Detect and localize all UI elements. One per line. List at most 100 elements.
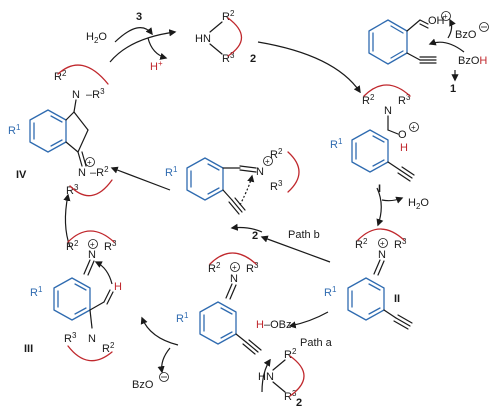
acid-h-label: H: [256, 319, 264, 331]
arrow-IV-to-top: [109, 29, 177, 63]
oxonium-charge: [409, 122, 419, 132]
arene-ring: [347, 277, 385, 321]
arene-ring: [53, 277, 91, 321]
iminium-charge: [88, 239, 98, 249]
oh-label: OH: [428, 15, 445, 27]
arene-double-bond: [207, 163, 220, 171]
plus: +: [380, 239, 385, 248]
water-label: H2O: [86, 31, 107, 45]
iminium-bond: [77, 151, 83, 167]
r3-label: R3: [398, 93, 411, 107]
compound-2-number: 2: [296, 397, 302, 409]
compound-2-number: 2: [250, 53, 256, 65]
hn-label: HN: [195, 33, 211, 45]
ring-arc: [67, 345, 113, 362]
r1-label: R1: [165, 165, 178, 179]
alkyne: [242, 343, 256, 355]
r2-label: R2: [102, 341, 115, 355]
bond: [209, 43, 223, 55]
h-label: H: [400, 142, 408, 154]
n-label: N: [378, 249, 386, 261]
arene-double-bond: [390, 25, 404, 34]
r3-label: R3: [66, 183, 79, 197]
label-III: III: [24, 343, 33, 355]
r2-label: R2: [66, 239, 79, 253]
imine-bond: [377, 260, 385, 276]
iminium-path-b: R1 N + R2 R3 2: [165, 147, 300, 242]
r3-label: R3: [222, 51, 235, 65]
arene-double-bond: [74, 307, 87, 315]
ring-arc: [227, 17, 243, 57]
imine-bond: [239, 165, 257, 169]
r2-label: R2: [270, 147, 283, 161]
alkyne: [397, 172, 411, 182]
water-loss-label: H2O: [408, 197, 429, 211]
aldehyde-compound: OH + BzO BzOH 1: [368, 11, 489, 95]
n-label: N: [88, 249, 96, 261]
n-label: N: [72, 89, 80, 101]
carbonyl-bond: [419, 19, 429, 25]
r2-label: R2: [222, 9, 235, 23]
bond: [73, 99, 77, 113]
bond: [89, 309, 93, 329]
imine-bond: [239, 169, 257, 173]
plus: +: [87, 158, 92, 167]
ring-arc: [357, 228, 405, 241]
product-3-label: 3: [136, 11, 142, 23]
r1-label: R1: [330, 137, 343, 151]
arrow-III-to-IV: [63, 193, 71, 248]
imine-bond: [225, 283, 233, 299]
bond: [272, 359, 286, 371]
plus: +: [90, 240, 95, 249]
arene-ring: [186, 157, 224, 201]
bond: [406, 19, 421, 32]
arrow-amine-path-a: [261, 358, 271, 393]
r3-label: R3: [394, 237, 407, 251]
intermediate-IV: R2 N –R3 R1 N + –R2 R3 IV: [8, 64, 113, 197]
dashed-arrow: [239, 174, 255, 206]
arene-double-bond: [74, 283, 87, 291]
n-label: N: [78, 167, 86, 179]
ring-bond: [65, 141, 79, 153]
r2-label: –R2: [90, 165, 109, 179]
allene-h-label: H: [114, 281, 122, 293]
bzo-release-label: BzO: [132, 379, 154, 391]
bzoh-label: BzOH: [458, 55, 487, 67]
arene-double-bond: [368, 307, 381, 315]
arrow-to-III: [140, 316, 179, 346]
ring-bond: [65, 111, 75, 121]
ring-arc: [289, 355, 305, 397]
arrow-water-release: [114, 27, 153, 43]
n-label: N: [88, 333, 96, 345]
r2-label: R2: [54, 69, 67, 83]
ring-arc: [67, 230, 115, 243]
alkyne: [245, 341, 259, 353]
intermediate-III: R2 N R3 + R1 H R3 N R2 III: [24, 230, 122, 362]
arene-double-bond: [390, 50, 404, 59]
ring-arc: [363, 84, 411, 97]
compound-1-number: 1: [450, 83, 456, 95]
n-label: N: [256, 166, 264, 178]
imine-bond: [87, 260, 95, 276]
path-b-label: Path b: [288, 229, 320, 241]
curly-arrow: [94, 261, 113, 285]
allene-bond: [89, 301, 105, 311]
arene-ring: [29, 109, 67, 153]
iminium-bond: [81, 151, 87, 167]
reagent-arrows: [114, 18, 465, 393]
alkyne: [228, 201, 240, 215]
iminium-charge: [230, 262, 240, 272]
ring-arc: [57, 64, 109, 85]
cycle-arrows: [63, 29, 384, 346]
bond: [235, 333, 247, 343]
arene-double-bond: [220, 331, 233, 339]
ring-arc: [209, 252, 257, 265]
plus: +: [232, 263, 237, 272]
allene-bond: [106, 291, 114, 305]
r3-label: R3: [284, 389, 297, 403]
bond: [209, 21, 223, 33]
alkyne: [231, 199, 243, 213]
arrow-bzoh-in: [447, 18, 456, 39]
alkyne: [248, 339, 262, 351]
arrow-iminium-to-IV: [110, 166, 171, 191]
